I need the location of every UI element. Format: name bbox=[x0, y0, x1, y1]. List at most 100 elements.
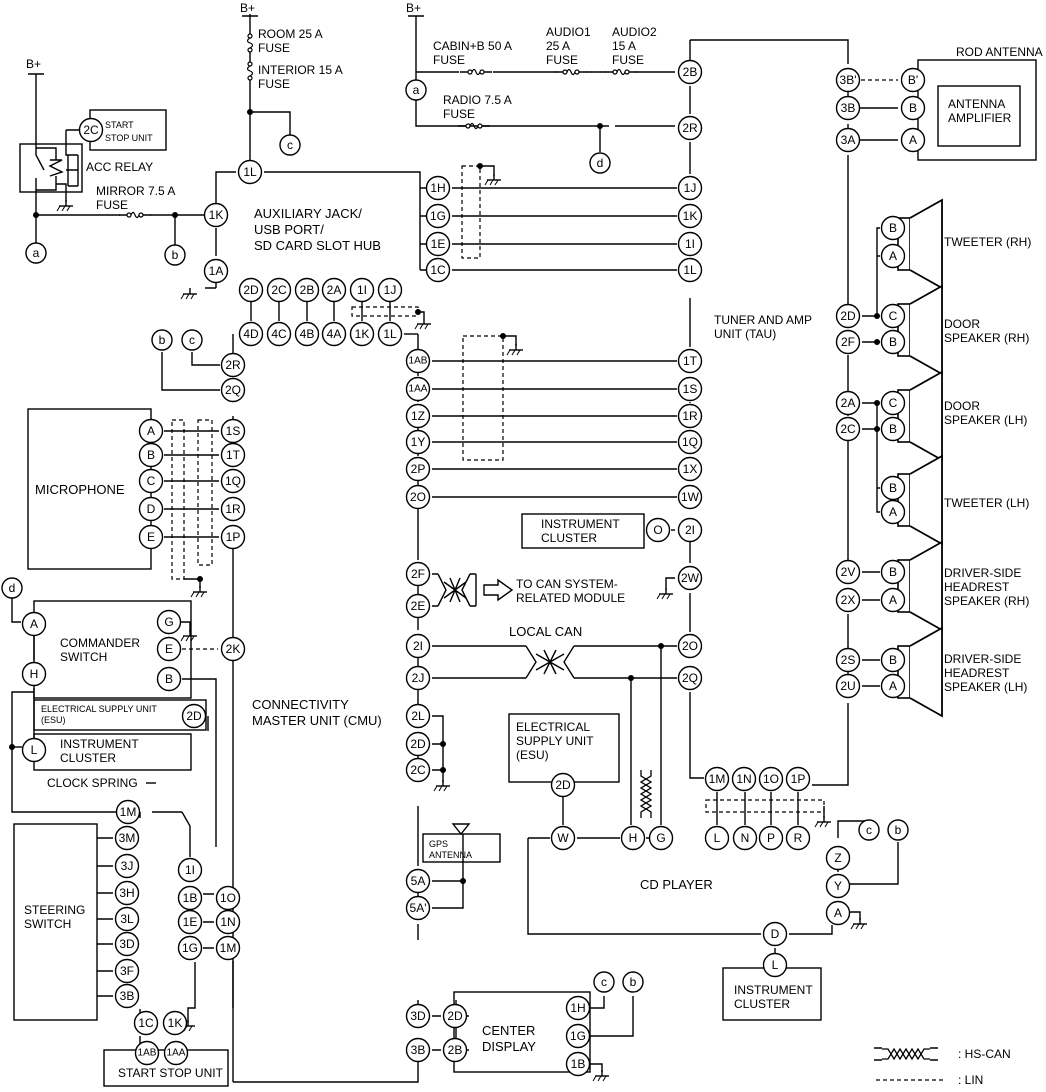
legend: : HS-CAN : LIN bbox=[874, 1047, 1011, 1087]
pin-label: 2Q bbox=[225, 383, 241, 397]
pin-label: 1K bbox=[209, 208, 224, 222]
connector-pin-cmu-1ab: 1AB bbox=[405, 348, 431, 374]
connector-pin-aux-2c: 2C bbox=[266, 277, 292, 303]
connector-pin-tau-2i: 2I bbox=[677, 517, 703, 543]
pin-label: 1B bbox=[571, 1057, 586, 1071]
pin-label: B bbox=[147, 448, 155, 462]
connector-pin-spk4-b: B bbox=[880, 475, 906, 501]
pin-label: 1K bbox=[355, 327, 370, 341]
connector-pin-clk-1m: 1M bbox=[115, 799, 141, 825]
connector-pin-cmu-2f: 2F bbox=[405, 561, 431, 587]
pin-label: A bbox=[889, 505, 897, 519]
pin-label: 2D bbox=[410, 737, 426, 751]
connector-pin-dsp-1b: 1B bbox=[565, 1051, 591, 1077]
pin-label: A bbox=[889, 679, 897, 693]
connector-pin-cmu-4a: 4A bbox=[321, 321, 347, 347]
esu-mid-label: ELECTRICAL bbox=[516, 720, 590, 734]
connector-pin-tau-1l: 1L bbox=[677, 257, 703, 283]
pin-label: 1M bbox=[709, 772, 726, 786]
connector-pin-tau-2f: 2F bbox=[835, 329, 861, 355]
connector-pin-tau-2w: 2W bbox=[677, 565, 703, 591]
pin-label: 2L bbox=[411, 709, 425, 723]
fuse-interior-label-2: FUSE bbox=[258, 77, 290, 91]
connector-pin-cd-w: W bbox=[550, 825, 576, 851]
cd-player-label: CD PLAYER bbox=[640, 877, 713, 892]
start-stop-small-label-2: STOP UNIT bbox=[105, 133, 153, 143]
ref-d: d bbox=[597, 156, 604, 170]
pin-label: B bbox=[889, 565, 897, 579]
bplus-label: B+ bbox=[240, 1, 255, 15]
pin-label: 2U bbox=[840, 679, 855, 693]
pin-label: 1I bbox=[185, 863, 195, 877]
connector-pin-mic-b: B bbox=[138, 442, 164, 468]
door-rh-label-2: SPEAKER (RH) bbox=[944, 331, 1029, 345]
connector-pin-tau-1x: 1X bbox=[677, 456, 703, 482]
pin-label: 1L bbox=[243, 165, 257, 179]
pin-label: 1X bbox=[683, 462, 698, 476]
connector-pin-tau-2v: 2V bbox=[835, 559, 861, 585]
instrument-mid-label: INSTRUMENT bbox=[541, 517, 620, 531]
gps-label: GPS bbox=[429, 839, 448, 849]
pin-label: 1K bbox=[168, 1016, 183, 1030]
hr-rh-label-2: HEADREST bbox=[944, 580, 1010, 594]
ref-c: c bbox=[287, 138, 293, 152]
connector-pin-cmu-2i: 2I bbox=[405, 633, 431, 659]
instrument-cluster-mid-box bbox=[521, 513, 645, 549]
connector-pin-tau-1t: 1T bbox=[677, 348, 703, 374]
connector-pin-tau-1o: 1O bbox=[758, 766, 784, 792]
fuse-radio-label: RADIO 7.5 A bbox=[443, 93, 512, 107]
acc-relay-label: ACC RELAY bbox=[86, 160, 153, 174]
connector-pin-cmu-1k: 1K bbox=[349, 321, 375, 347]
can-system-label-2: RELATED MODULE bbox=[516, 591, 625, 605]
connector-pin-ic2-l: L bbox=[762, 952, 788, 978]
pin-label: 3B' bbox=[840, 73, 857, 87]
connector-pin-cs-b: B bbox=[156, 666, 182, 692]
pin-label: 1G bbox=[182, 941, 198, 955]
fuse-room-label: ROOM 25 A bbox=[258, 27, 323, 41]
pin-label: 3B bbox=[120, 989, 135, 1003]
pin-label: 2P bbox=[411, 462, 426, 476]
pin-label: 2D bbox=[186, 709, 202, 723]
pin-label: L bbox=[31, 743, 38, 757]
fuse-audio2-label-2: 15 A bbox=[612, 39, 636, 53]
connector-pin-aux-1k: 1K bbox=[203, 202, 229, 228]
connector-pin-dsp-2b: 2B bbox=[442, 1037, 468, 1063]
pin-label: A bbox=[889, 593, 897, 607]
fuse-audio2-label-3: FUSE bbox=[612, 53, 644, 67]
esu-mid-label-3: (ESU) bbox=[516, 748, 549, 762]
connector-pin-tau-2s: 2S bbox=[835, 647, 861, 673]
connector-pin-spk4-a: A bbox=[880, 499, 906, 525]
pin-label: 3D bbox=[119, 937, 135, 951]
connector-pin-cmu-4c: 4C bbox=[266, 321, 292, 347]
connector-pin-ant-b: B bbox=[900, 95, 926, 121]
b-plus-terminals: B+ B+ B+ bbox=[26, 1, 424, 75]
connector-pin-cmu-1l: 1L bbox=[377, 321, 403, 347]
connector-pin-aux-1i: 1I bbox=[349, 277, 375, 303]
antenna-amplifier-box bbox=[937, 85, 1021, 147]
tweeter-rh-label: TWEETER (RH) bbox=[944, 235, 1031, 249]
fuse-room-label-2: FUSE bbox=[258, 41, 290, 55]
pin-label: 2C bbox=[410, 763, 426, 777]
connector-pin-cs-g: G bbox=[156, 609, 182, 635]
fuse-audio1-label-2: 25 A bbox=[546, 39, 570, 53]
pin-label: 1S bbox=[226, 424, 241, 438]
connector-pin-dsp-1h: 1H bbox=[565, 995, 591, 1021]
ref-a: a bbox=[33, 246, 40, 260]
pin-label: 3F bbox=[120, 964, 134, 978]
microphone-label: MICROPHONE bbox=[35, 482, 125, 497]
pin-label: 2B bbox=[448, 1043, 463, 1057]
pin-label: H bbox=[629, 831, 638, 845]
pin-label: 1O bbox=[763, 772, 779, 786]
connector-pin-mic-e: E bbox=[138, 524, 164, 550]
pin-label: 3D bbox=[410, 1009, 426, 1023]
bplus-label: B+ bbox=[26, 57, 41, 71]
connector-pin-cmu-4d: 4D bbox=[238, 321, 264, 347]
wires bbox=[11, 14, 899, 1083]
connector-pin-cmu-1n: 1N bbox=[215, 909, 241, 935]
connector-pin-sw-3f: 3F bbox=[114, 958, 140, 984]
hr-lh-speaker bbox=[897, 627, 943, 717]
speakers bbox=[897, 199, 943, 717]
connector-pin-ant-b2: B' bbox=[900, 67, 926, 93]
pin-label: 1M bbox=[120, 805, 137, 819]
pin-label: 1N bbox=[220, 915, 235, 929]
